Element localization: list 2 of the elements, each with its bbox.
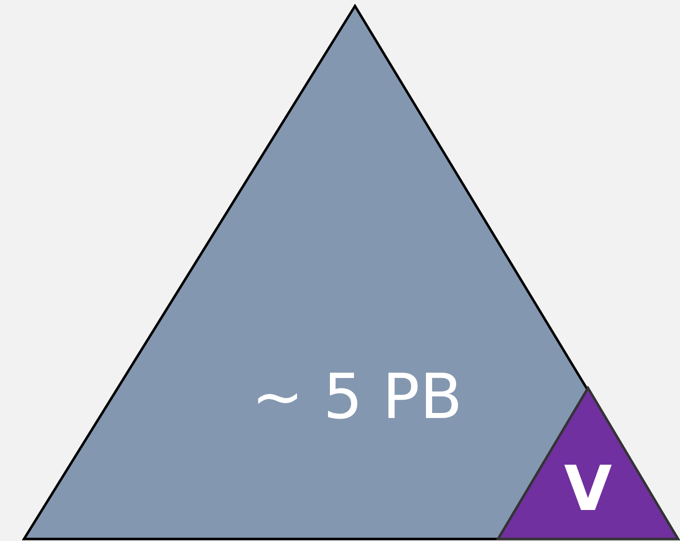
letter-label: V: [563, 458, 613, 520]
size-label: ~ 5 PB: [250, 366, 464, 428]
